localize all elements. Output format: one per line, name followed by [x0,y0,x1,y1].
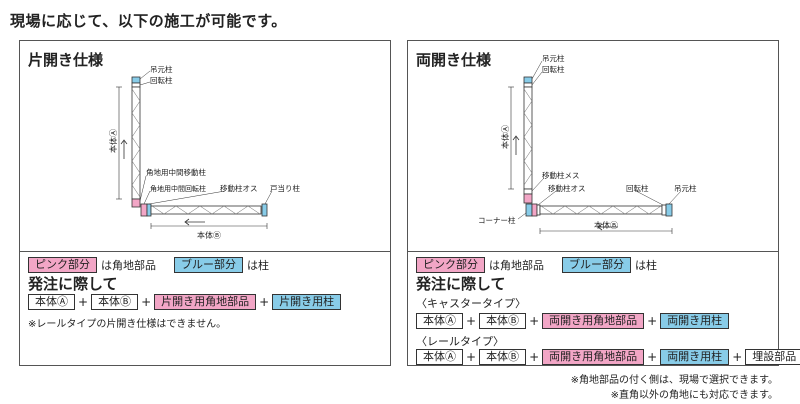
plus-sign: + [78,295,89,309]
panel-title: 両開き仕様 [416,51,492,69]
corner-part-pink-h [140,203,148,217]
formula-item: 本体Ⓑ [91,294,139,310]
label-hontai-b: 本体Ⓑ [594,220,618,230]
post-kaiten [523,82,533,88]
label-ido-osu: 移動柱オス [220,183,258,193]
rail-type-label: 〈レールタイプ〉 [416,335,504,348]
label-kaiten2: 回転柱 [626,183,649,193]
corner-part-pink [131,198,141,208]
legend-blue-text: は柱 [247,259,269,272]
post-toatari [261,203,268,217]
label-hontai-a: 本体Ⓐ [500,125,510,149]
post-yoshimoto [131,76,141,84]
footnote: ※角地部品の付く側は、現場で選択できます。 [570,375,778,386]
formula-item: 両開き用角地部品 [542,313,645,329]
label-hontai-b: 本体Ⓑ [197,230,221,240]
rail-note: ※レールタイプの片開き仕様はできません。 [28,319,227,330]
post-ido-osu [146,203,152,217]
label-kakuchi-chukan-ido: 角地用中間移動柱 [146,167,206,177]
plus-sign: + [647,350,658,364]
label-ido-mesu: 移動柱メス [542,170,580,180]
post-corner [525,203,533,217]
color-legend: ピンク部分 は角地部品 ブルー部分 は柱 [416,257,657,273]
legend-pink-tag: ピンク部分 [416,257,485,273]
formula-item: 本体Ⓐ [416,313,463,329]
plus-sign: + [466,350,477,364]
post-kaiten [131,82,141,88]
label-kaiten: 回転柱 [542,64,565,74]
formula-item: 本体Ⓑ [479,349,527,365]
label-hontai-a: 本体Ⓐ [108,129,118,153]
legend-blue-text: は柱 [635,259,657,272]
label-kakuchi-chukan-kaiten: 角地用中間回転柱 [150,184,206,193]
one-side-open-diagram: 本体Ⓐ 本体Ⓑ 吊元柱 回転柱 角地用中間移動柱 角地用中間回転柱 移動柱オス … [108,64,300,240]
double-open-diagram: 本体Ⓐ 本体Ⓑ 吊元柱 回転柱 移動柱メス 移動柱オス 回転柱 吊元柱 コーナー… [478,53,697,234]
formula-item: 両開き用角地部品 [542,349,645,365]
formula-item: 片開き用角地部品 [154,294,257,310]
legend-pink-text: は角地部品 [101,259,156,272]
double-open-panel: 両開き仕様 本体Ⓐ 本体Ⓑ 吊元柱 回転柱 移動柱メス [407,40,800,366]
one-side-open-panel: 片開き仕様 本体Ⓐ 本体Ⓑ 吊元柱 回転柱 角地用中間移動柱 角地 [19,40,391,366]
post-kaiten2 [661,204,667,216]
footnote: ※直角以外の角地にも対応できます。 [610,390,778,401]
formula-item: 本体Ⓑ [479,313,527,329]
label-yoshimoto: 吊元柱 [150,64,173,74]
order-heading: 発注に際して [28,275,118,293]
panel-divider [408,251,778,252]
corner-part-pink-h [531,203,538,217]
formula-item: 両開き用柱 [660,349,730,365]
post-ido-osu [536,204,541,216]
label-ido-osu: 移動柱オス [548,183,586,193]
legend-blue-tag: ブルー部分 [174,257,243,273]
formula-item: 本体Ⓐ [416,349,463,365]
legend-pink-text: は角地部品 [489,259,544,272]
formula-item: 両開き用柱 [660,313,730,329]
plus-sign: + [732,350,743,364]
formula-item: 本体Ⓐ [28,294,75,310]
corner-part-pink [523,193,533,204]
post-yoshimoto [523,76,533,84]
gate-body-b [539,205,663,215]
caster-type-label: 〈キャスタータイプ〉 [416,297,526,310]
caster-formula: 本体Ⓐ + 本体Ⓑ + 両開き用角地部品 + 両開き用柱 [416,313,730,329]
label-kaiten: 回転柱 [150,75,173,85]
order-formula: 本体Ⓐ + 本体Ⓑ + 片開き用角地部品 + 片開き用柱 [28,294,342,310]
color-legend: ピンク部分 は角地部品 ブルー部分 は柱 [28,257,269,273]
post-ido-mesu [523,188,533,195]
plus-sign: + [529,350,540,364]
label-yoshimoto: 吊元柱 [542,53,565,63]
formula-item: 埋設部品 [745,349,800,365]
rail-formula: 本体Ⓐ + 本体Ⓑ + 両開き用角地部品 + 両開き用柱 + 埋設部品 [416,349,800,365]
formula-item: 片開き用柱 [272,294,342,310]
page-heading: 現場に応じて、以下の施工が可能です。 [10,12,287,30]
label-toatari: 戸当り柱 [270,183,300,193]
panel-divider [20,251,390,252]
plus-sign: + [259,295,270,309]
panel-title: 片開き仕様 [28,51,104,69]
order-heading: 発注に際して [416,275,506,293]
legend-pink-tag: ピンク部分 [28,257,97,273]
post-yoshimoto2 [665,203,673,217]
plus-sign: + [466,314,477,328]
label-yoshimoto2: 吊元柱 [674,183,697,193]
legend-blue-tag: ブルー部分 [562,257,631,273]
label-corner: コーナー柱 [478,215,516,225]
plus-sign: + [141,295,152,309]
plus-sign: + [529,314,540,328]
plus-sign: + [647,314,658,328]
gate-body-a [523,86,533,190]
